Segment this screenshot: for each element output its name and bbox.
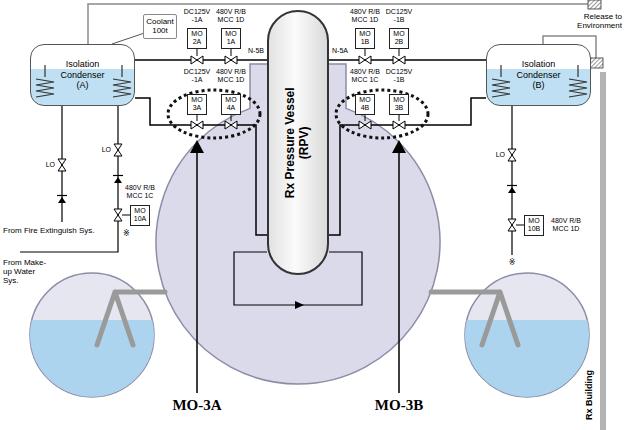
gate-valve <box>114 144 122 156</box>
node-label: MO 3A <box>191 96 202 112</box>
motor-valve <box>359 121 371 129</box>
coil-symbol <box>36 65 54 97</box>
power-supply-label: DC125V -1A <box>179 68 215 84</box>
power-supply-label: 480V R/B MCC 1D <box>347 8 383 24</box>
coil-symbol <box>569 65 587 97</box>
node-label: MO 4A <box>225 96 236 112</box>
motor-valve <box>225 56 237 64</box>
valve-callout: MO-3B <box>375 397 423 414</box>
power-supply-label: DC125V -1B <box>381 8 417 24</box>
power-supply-label: DC125V -1A <box>179 8 215 24</box>
node-label: MO 1B <box>359 30 370 46</box>
node-label: Coolant 100t <box>146 17 174 35</box>
isolation-condenser: Isolation Condenser (B) <box>486 44 591 106</box>
motor-operator-box: MO 4B <box>355 94 375 115</box>
motor-valve <box>191 121 203 129</box>
node-label: MO 2A <box>191 30 202 46</box>
node-label: Rx Pressure Vessel (RPV) <box>284 83 312 203</box>
coil-symbol <box>492 65 510 97</box>
pressure-vessel: Rx Pressure Vessel (RPV) <box>267 10 329 275</box>
leader-line <box>112 34 143 45</box>
steam-pipe <box>329 59 486 61</box>
reference-mark: ※ <box>123 229 130 238</box>
motor-valve <box>114 209 122 221</box>
release-stack <box>588 0 601 9</box>
node-label: MO 3B <box>393 96 404 112</box>
source-note: From Fire Extinguish Sys. <box>3 226 103 235</box>
coil-symbol <box>113 65 131 97</box>
release-note: Release to Environment <box>574 12 622 30</box>
condensate-pipe <box>135 98 267 235</box>
nozzle-label: N-5A <box>332 47 348 55</box>
motor-operator-box: MO 4A <box>221 94 241 115</box>
motor-valve <box>359 56 371 64</box>
pool-water <box>30 320 154 397</box>
motor-valve <box>393 56 405 64</box>
motor-operator-box: MO 10B <box>524 215 544 236</box>
node-label: MO 10A <box>134 207 146 223</box>
building-wall <box>600 72 606 430</box>
motor-operator-box: MO 3B <box>389 94 409 115</box>
power-supply-label: 480V R/B MCC 1C <box>122 184 158 200</box>
vent-line <box>88 4 588 44</box>
dashed-callout-ring <box>168 90 260 138</box>
building-label: Rx Building <box>584 370 594 420</box>
power-supply-label: 480V R/B MCC 1C <box>347 68 383 84</box>
gate-valve <box>508 149 516 161</box>
motor-valve <box>508 219 516 231</box>
flow-arrow <box>295 301 304 309</box>
release-stack <box>590 58 603 68</box>
motor-operator-box: MO 10A <box>130 205 150 226</box>
motor-valve <box>191 56 203 64</box>
check-valve <box>507 186 517 194</box>
check-valve <box>113 176 123 184</box>
power-supply-label: DC125V -1B <box>381 68 417 84</box>
vent-pipe <box>431 292 518 345</box>
gate-valve <box>58 159 66 171</box>
valve-callout: MO-3A <box>172 397 221 414</box>
lock-open-mark: LO <box>46 161 55 169</box>
dashed-callout-ring <box>336 90 428 138</box>
node-label: Isolation Condenser (B) <box>514 59 564 90</box>
lock-open-mark: LO <box>102 146 111 154</box>
node-label: MO 4B <box>359 96 370 112</box>
check-valve <box>57 196 67 204</box>
pool-water <box>465 320 589 397</box>
motor-operator-box: MO 1A <box>221 28 241 49</box>
callout-box: Coolant 100t <box>143 14 177 39</box>
motor-valve <box>225 121 237 129</box>
node-label: MO 2B <box>393 30 404 46</box>
condensate-pipe <box>329 98 486 235</box>
power-supply-label: 480V R/B MCC 1D <box>213 8 249 24</box>
nozzle-label: N-5B <box>248 47 264 55</box>
source-note: From Make-up Water Sys. <box>3 258 47 286</box>
isolation-condenser: Isolation Condenser (A) <box>30 44 135 106</box>
node-label: Isolation Condenser (A) <box>58 59 108 90</box>
power-supply-label: 480V R/B MCC 1D <box>213 68 249 84</box>
node-label: MO 1A <box>225 30 236 46</box>
motor-operator-box: MO 2B <box>389 28 409 49</box>
reference-mark: ※ <box>509 258 516 267</box>
motor-valve <box>393 121 405 129</box>
lock-open-mark: LO <box>496 151 505 159</box>
motor-operator-box: MO 1B <box>355 28 375 49</box>
motor-operator-box: MO 2A <box>187 28 207 49</box>
node-label: MO 10B <box>528 217 540 233</box>
motor-operator-box: MO 3A <box>187 94 207 115</box>
vent-pipe <box>97 292 165 345</box>
power-supply-label: 480V R/B MCC 1D <box>548 217 584 233</box>
